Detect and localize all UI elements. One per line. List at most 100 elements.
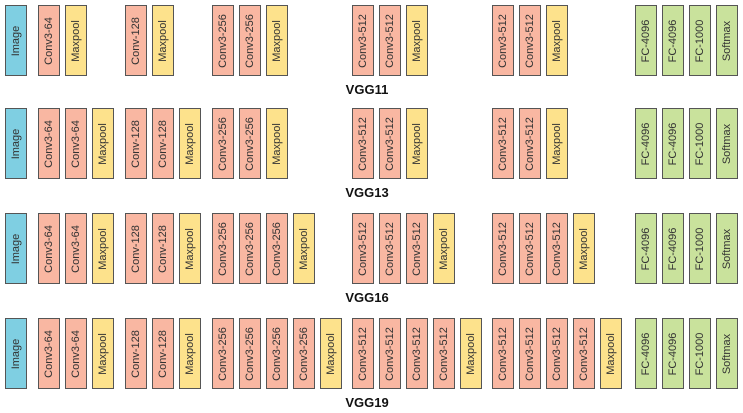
- conv-layer: Conv3-256: [239, 108, 261, 179]
- conv-layer: Conv-128: [125, 213, 147, 284]
- maxpool-layer: Maxpool: [460, 318, 482, 389]
- layer-label: Conv3-256: [298, 326, 310, 381]
- conv-layer: Conv3-256: [293, 318, 315, 389]
- layer-label: Conv-128: [130, 119, 142, 168]
- maxpool-layer: Maxpool: [406, 108, 428, 179]
- layer-label: Conv3-256: [244, 116, 256, 171]
- layer-label: FC-4096: [640, 332, 652, 375]
- maxpool-layer: Maxpool: [320, 318, 342, 389]
- conv-layer: Conv3-512: [379, 5, 401, 76]
- conv-layer: Conv-128: [152, 213, 174, 284]
- conv-layer: Conv3-256: [266, 213, 288, 284]
- layer-label: Conv3-256: [217, 326, 229, 381]
- layer-label: FC-4096: [667, 19, 679, 62]
- conv-layer: Conv3-512: [492, 213, 514, 284]
- layer-label: Maxpool: [325, 332, 337, 375]
- maxpool-layer: Maxpool: [293, 213, 315, 284]
- layer-label: FC-1000: [694, 122, 706, 165]
- layer-label: Conv3-256: [244, 13, 256, 68]
- network-title: VGG13: [345, 185, 389, 200]
- maxpool-layer: Maxpool: [92, 108, 114, 179]
- maxpool-layer: Maxpool: [152, 5, 174, 76]
- conv-layer: Conv3-256: [212, 108, 234, 179]
- maxpool-layer: Maxpool: [266, 108, 288, 179]
- conv-layer: Conv3-512: [352, 318, 374, 389]
- conv-layer: Conv3-256: [239, 318, 261, 389]
- conv-layer: Conv3-512: [492, 5, 514, 76]
- layer-label: Maxpool: [411, 122, 423, 165]
- layer-label: Maxpool: [578, 227, 590, 270]
- layer-label: Maxpool: [70, 19, 82, 62]
- softmax-layer: Softmax: [716, 108, 738, 179]
- fc-layer: FC-4096: [662, 5, 684, 76]
- layer-label: FC-4096: [667, 332, 679, 375]
- conv-layer: Conv3-256: [212, 318, 234, 389]
- conv-layer: Conv3-256: [266, 318, 288, 389]
- layer-label: Conv-128: [130, 224, 142, 273]
- conv-layer: Conv3-512: [519, 108, 541, 179]
- layer-label: Conv3-256: [244, 221, 256, 276]
- conv-layer: Conv3-512: [352, 213, 374, 284]
- layer-label: Conv3-64: [43, 16, 55, 65]
- conv-layer: Conv3-512: [352, 108, 374, 179]
- network-title: VGG16: [345, 290, 389, 305]
- conv-layer: Conv3-256: [239, 5, 261, 76]
- network-title: VGG19: [345, 395, 389, 410]
- conv-layer: Conv3-64: [65, 108, 87, 179]
- layer-label: Conv3-64: [43, 329, 55, 378]
- layer-label: Conv3-64: [43, 224, 55, 273]
- conv-layer: Conv3-64: [38, 213, 60, 284]
- fc-layer: FC-4096: [662, 318, 684, 389]
- layer-label: Softmax: [721, 123, 733, 164]
- layer-label: Conv3-512: [384, 13, 396, 68]
- layer-label: Conv3-64: [70, 329, 82, 378]
- image-input-block: Image: [5, 5, 27, 76]
- layer-label: Maxpool: [157, 19, 169, 62]
- layer-label: Softmax: [721, 333, 733, 374]
- layer-label: Maxpool: [97, 332, 109, 375]
- layer-label: Conv3-512: [411, 221, 423, 276]
- maxpool-layer: Maxpool: [266, 5, 288, 76]
- maxpool-layer: Maxpool: [179, 318, 201, 389]
- maxpool-layer: Maxpool: [546, 5, 568, 76]
- layer-label: Maxpool: [438, 227, 450, 270]
- layer-label: FC-4096: [640, 122, 652, 165]
- layer-label: Conv3-512: [551, 326, 563, 381]
- layer-label: Maxpool: [97, 122, 109, 165]
- layer-label: Conv3-512: [524, 326, 536, 381]
- conv-layer: Conv3-512: [379, 213, 401, 284]
- layer-label: Conv3-256: [244, 326, 256, 381]
- layer-label: Conv3-64: [70, 224, 82, 273]
- conv-layer: Conv-128: [125, 5, 147, 76]
- softmax-layer: Softmax: [716, 213, 738, 284]
- conv-layer: Conv3-512: [433, 318, 455, 389]
- layer-label: Conv-128: [157, 119, 169, 168]
- layer-label: Maxpool: [97, 227, 109, 270]
- image-input-block: Image: [5, 318, 27, 389]
- conv-layer: Conv-128: [152, 318, 174, 389]
- maxpool-layer: Maxpool: [600, 318, 622, 389]
- layer-label: Conv3-512: [524, 221, 536, 276]
- conv-layer: Conv3-64: [65, 318, 87, 389]
- maxpool-layer: Maxpool: [65, 5, 87, 76]
- layer-label: Conv-128: [130, 16, 142, 65]
- layer-label: Conv3-512: [384, 116, 396, 171]
- conv-layer: Conv3-512: [492, 108, 514, 179]
- layer-label: Softmax: [721, 228, 733, 269]
- conv-layer: Conv3-512: [519, 318, 541, 389]
- layer-label: FC-4096: [667, 227, 679, 270]
- layer-label: Conv3-512: [497, 13, 509, 68]
- layer-label: Maxpool: [271, 122, 283, 165]
- fc-layer: FC-1000: [689, 108, 711, 179]
- fc-layer: FC-4096: [635, 318, 657, 389]
- layer-label: Image: [10, 338, 22, 369]
- conv-layer: Conv3-512: [573, 318, 595, 389]
- maxpool-layer: Maxpool: [92, 318, 114, 389]
- layer-label: FC-1000: [694, 332, 706, 375]
- fc-layer: FC-4096: [662, 213, 684, 284]
- conv-layer: Conv3-64: [65, 213, 87, 284]
- layer-label: Conv3-512: [357, 221, 369, 276]
- conv-layer: Conv3-512: [406, 318, 428, 389]
- layer-label: Conv3-512: [411, 326, 423, 381]
- conv-layer: Conv3-64: [38, 5, 60, 76]
